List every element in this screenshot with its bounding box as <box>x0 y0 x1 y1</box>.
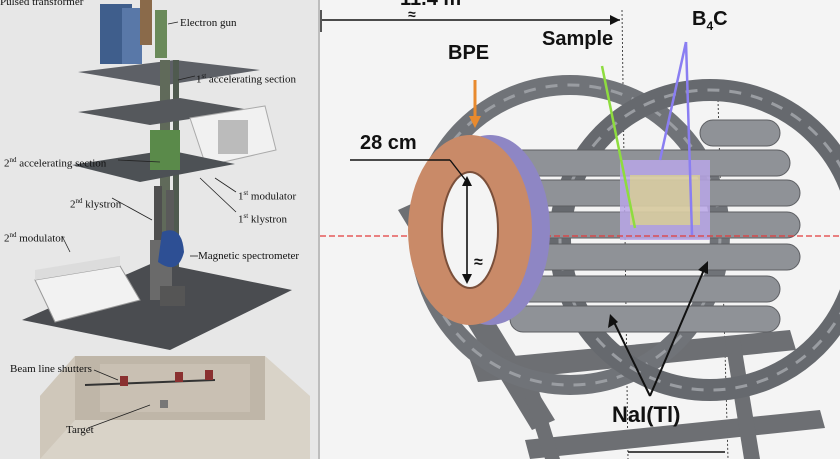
leader-lines <box>61 21 237 429</box>
label-b4c: B4C <box>692 8 728 33</box>
label-sample: Sample <box>542 28 614 50</box>
beam-shutter <box>120 376 128 386</box>
label-second-modulator: 2nd modulator <box>4 231 65 245</box>
label-first-modulator: 1st modulator <box>238 189 297 203</box>
label-distance: 11.4 m <box>400 0 461 11</box>
label-first-klystron: 1st klystron <box>238 212 287 226</box>
label-bpe: BPE <box>448 42 490 64</box>
label-size: 28 cm <box>360 132 417 154</box>
sample-region <box>630 175 700 225</box>
bpe-ring <box>408 135 550 325</box>
accelerator-drawing <box>22 0 310 459</box>
panel-divider <box>318 0 320 459</box>
b4c-arrow-left <box>658 41 688 161</box>
label-second-accelerating-section: 2nd accelerating section <box>4 156 107 170</box>
wheel-frame-right <box>549 79 840 401</box>
accelerator-panel: Pulsed transformer Electron gun 1st acce… <box>0 0 318 459</box>
label-break-mark: ≈ <box>408 6 416 22</box>
nai-arrow-left <box>611 317 651 397</box>
platform-2 <box>78 98 250 125</box>
label-break-mark-ring: ≈ <box>474 254 483 271</box>
accelerating-section-green <box>150 130 180 170</box>
b4c-arrow-right <box>684 41 694 236</box>
label-second-klystron: 2nd klystron <box>70 197 122 211</box>
label-magnetic-spectrometer: Magnetic spectrometer <box>198 250 300 262</box>
nai-arrow-right <box>649 264 707 397</box>
electron-gun-unit <box>140 0 152 45</box>
main-floor <box>22 262 292 350</box>
label-nai: NaI(Tl) <box>612 402 681 427</box>
label-first-accelerating-section: 1st accelerating section <box>196 72 296 86</box>
magnetic-spectrometer-body <box>158 230 184 268</box>
label-electron-gun: Electron gun <box>180 17 237 29</box>
detector-panel: 11.4 m ≈ Sample B4C BPE 28 cm ≈ NaI(Tl) <box>320 0 840 459</box>
sample-arrow <box>600 65 637 229</box>
accelerator-column <box>160 60 170 300</box>
target-block <box>160 400 168 408</box>
label-pulsed-transformer: Pulsed transformer <box>0 0 84 8</box>
detector-drawing <box>320 9 840 459</box>
label-target: Target <box>66 424 94 436</box>
label-beam-line-shutters: Beam line shutters <box>10 363 92 375</box>
beam-line <box>84 379 216 386</box>
